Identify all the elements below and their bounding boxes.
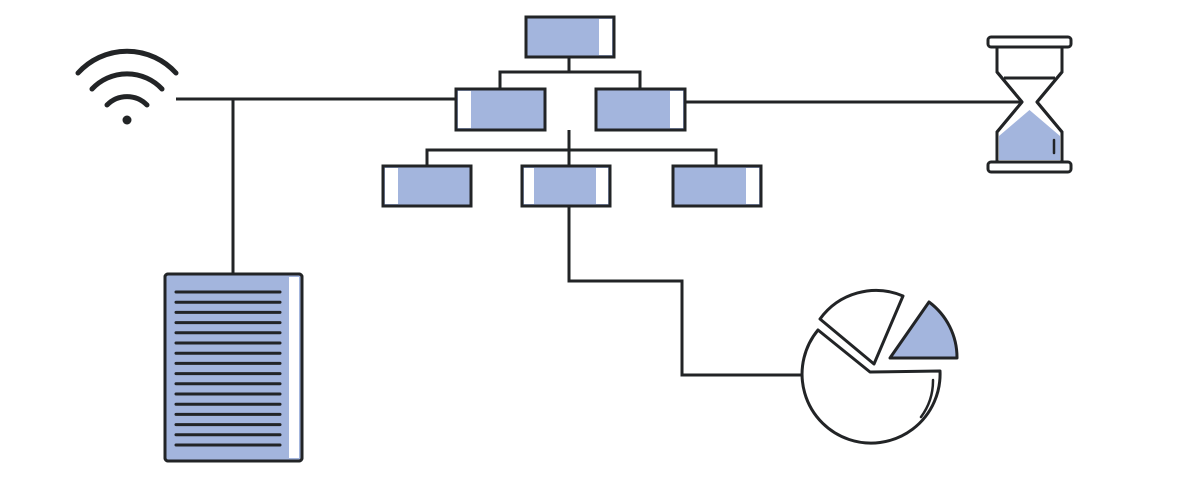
org-box-mid-right — [594, 87, 687, 132]
link-bottom-pie — [567, 207, 802, 377]
org-box-mid-left — [454, 87, 547, 132]
org-box-root — [524, 15, 616, 59]
org-box-bottom-center — [520, 164, 612, 208]
org-box-bottom-right — [671, 164, 763, 208]
hourglass-icon — [986, 35, 1073, 174]
link-mid-bottom — [425, 130, 718, 166]
pie-highlight-arc — [919, 378, 935, 419]
connectors — [176, 57, 1022, 377]
document-text-lines — [174, 290, 282, 447]
link-root-mid — [498, 57, 642, 88]
document-icon — [163, 272, 304, 463]
pie-blue-wedge — [888, 300, 959, 360]
wifi-icon — [75, 48, 179, 125]
org-box-bottom-left — [381, 164, 473, 208]
pie-chart-icon — [800, 288, 959, 445]
pie-white-wedge — [818, 288, 905, 366]
pie-main-slice — [800, 328, 942, 445]
